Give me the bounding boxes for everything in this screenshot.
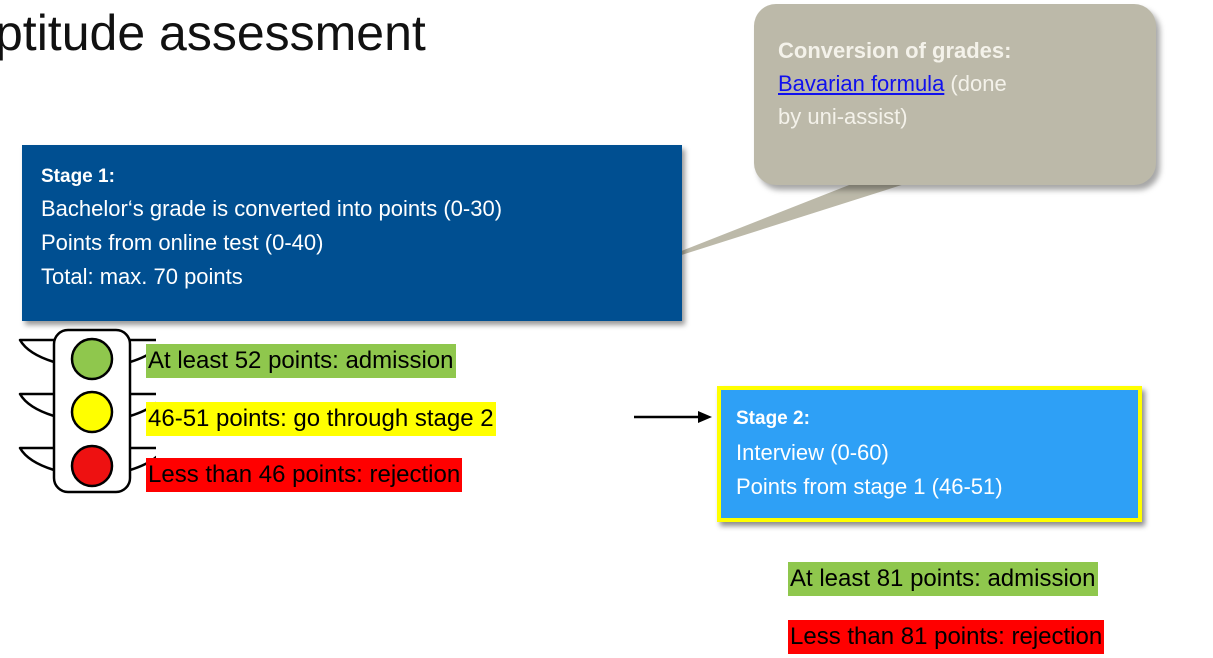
yellow-outcome-label: 46-51 points: go through stage 2	[146, 402, 496, 436]
arrow-head	[698, 411, 712, 423]
callout-heading: Conversion of grades:	[778, 38, 1012, 63]
callout-line-3: by uni-assist)	[778, 104, 908, 129]
stage-2-box: Stage 2: Interview (0-60) Points from st…	[717, 386, 1142, 522]
traffic-light-flap-left-3	[18, 446, 55, 472]
traffic-light-flap-left-1	[18, 338, 55, 364]
arrow-to-stage-2	[634, 411, 712, 423]
green-light	[70, 337, 114, 381]
traffic-light-flap-left-2	[18, 392, 55, 418]
callout-pointer-shape	[628, 176, 930, 272]
stage-2-line-points: Points from stage 1 (46-51)	[736, 474, 1003, 499]
callout-after-link: (done	[944, 71, 1007, 96]
stage-1-box: Stage 1: Bachelor‘s grade is converted i…	[22, 145, 682, 321]
stage-2-title: Stage 2:	[736, 408, 810, 429]
stage-2-rejection-label: Less than 81 points: rejection	[788, 620, 1105, 654]
stage-1-title: Stage 1:	[41, 166, 115, 187]
traffic-light-icon	[18, 328, 156, 494]
stage-1-line-total: Total: max. 70 points	[41, 264, 243, 289]
stage-2-line-interview: Interview (0-60)	[736, 440, 889, 465]
red-light	[70, 444, 114, 488]
stage-2-admission-label: At least 81 points: admission	[788, 562, 1098, 596]
green-outcome-label: At least 52 points: admission	[146, 344, 456, 378]
page-title: ptitude assessment	[0, 5, 426, 61]
bavarian-formula-link[interactable]: Bavarian formula	[778, 71, 945, 96]
red-outcome-label: Less than 46 points: rejection	[146, 458, 463, 492]
stage-1-line-test: Points from online test (0-40)	[41, 230, 324, 255]
stage-1-line-grade: Bachelor‘s grade is converted into point…	[41, 196, 503, 221]
grade-conversion-callout: Conversion of grades: Bavarian formula (…	[754, 4, 1156, 185]
yellow-light	[70, 390, 114, 434]
